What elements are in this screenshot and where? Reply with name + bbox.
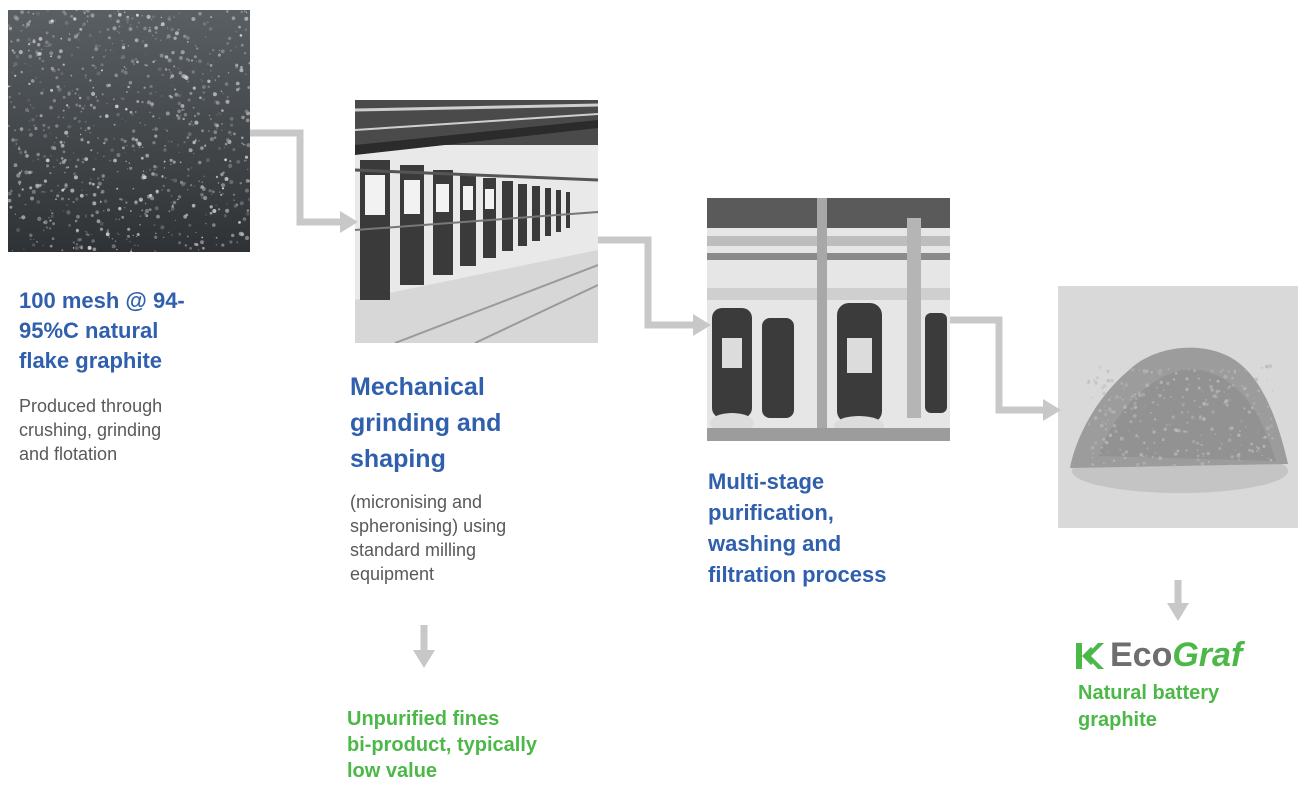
battery-graphite-powder-photo xyxy=(1058,286,1298,528)
step2-heading: Mechanical grinding and shaping xyxy=(350,369,501,477)
step2-description: (micronising and spheronising) using sta… xyxy=(350,490,506,586)
byproduct-line: bi-product, typically xyxy=(347,734,538,756)
heading-line: shaping xyxy=(350,445,446,473)
purification-plant-photo xyxy=(707,198,950,441)
brand-graf-text: Graf xyxy=(1172,636,1243,674)
milling-factory-photo xyxy=(355,100,598,343)
ecograf-k-logo-icon xyxy=(1076,642,1104,669)
heading-line: 95%C natural xyxy=(19,318,159,343)
step1-heading: 100 mesh @ 94- 95%C natural flake graphi… xyxy=(19,286,185,376)
brand-caption: Natural battery graphite xyxy=(1078,680,1219,734)
heading-line: Mechanical xyxy=(350,373,485,401)
graphite-flake-photo xyxy=(8,10,250,252)
byproduct-line: Unpurified fines xyxy=(347,708,500,730)
arrow-step2-to-step3 xyxy=(598,236,698,329)
byproduct-label: Unpurified fines bi-product, typically l… xyxy=(347,706,537,784)
brand-eco-text: Eco xyxy=(1110,636,1173,674)
heading-line: filtration process xyxy=(708,562,887,587)
heading-line: washing and xyxy=(708,531,842,556)
description-line: and flotation xyxy=(19,444,118,464)
heading-line: grinding and xyxy=(350,409,502,437)
step3-heading: Multi-stage purification, washing and fi… xyxy=(708,466,886,590)
description-line: Produced through xyxy=(19,396,163,416)
heading-line: Multi-stage xyxy=(708,469,825,494)
heading-line: purification, xyxy=(708,500,834,525)
byproduct-line: low value xyxy=(347,760,438,782)
description-line: crushing, grinding xyxy=(19,420,162,440)
description-line: equipment xyxy=(350,564,435,584)
description-line: standard milling xyxy=(350,540,477,560)
step1-description: Produced through crushing, grinding and … xyxy=(19,394,162,466)
caption-line: Natural battery xyxy=(1078,682,1220,704)
arrow-step3-to-step4 xyxy=(950,316,1048,414)
heading-line: 100 mesh @ 94- xyxy=(19,288,185,313)
caption-line: graphite xyxy=(1078,709,1157,731)
description-line: spheronising) using xyxy=(350,516,507,536)
arrow-step1-to-step2 xyxy=(250,129,345,226)
heading-line: flake graphite xyxy=(19,348,163,373)
description-line: (micronising and xyxy=(350,492,483,512)
